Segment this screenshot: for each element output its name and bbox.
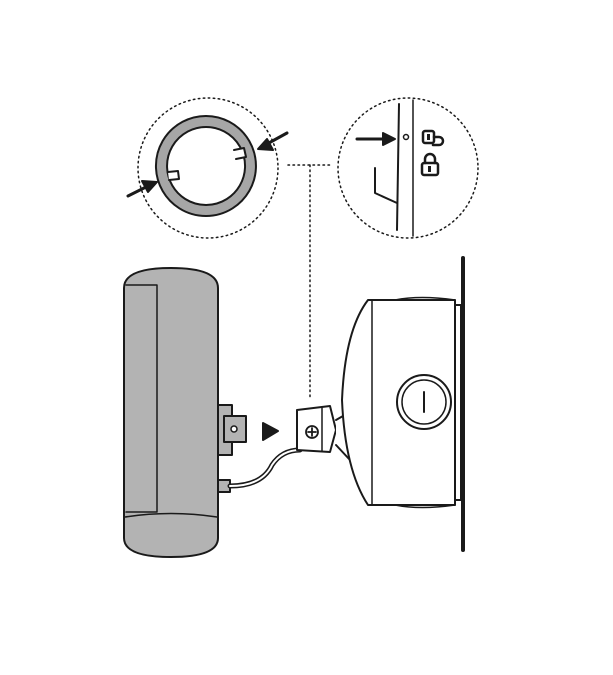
leader-line <box>287 164 333 401</box>
speaker <box>123 267 219 558</box>
indicator-dot <box>402 133 410 141</box>
arrow-icon <box>355 132 396 146</box>
adapter-ring <box>155 115 257 217</box>
ring-detail <box>126 97 289 239</box>
speaker-bracket <box>217 404 247 493</box>
wall-mount-housing <box>341 296 462 509</box>
direction-triangle-icon <box>262 422 279 441</box>
arrow-icon <box>126 180 158 198</box>
detail-circle-left <box>137 97 279 239</box>
lock-detail <box>337 97 479 239</box>
lock-knob <box>396 374 452 430</box>
lock-open-icon <box>421 129 445 147</box>
cable <box>227 447 303 489</box>
ring-notch <box>233 147 247 160</box>
screw-icon <box>305 425 319 439</box>
lock-closed-icon <box>420 152 440 177</box>
detail-circle-right <box>337 97 479 239</box>
housing-edge <box>396 103 400 231</box>
ring-notch <box>167 170 180 181</box>
arrow-icon <box>257 131 289 151</box>
